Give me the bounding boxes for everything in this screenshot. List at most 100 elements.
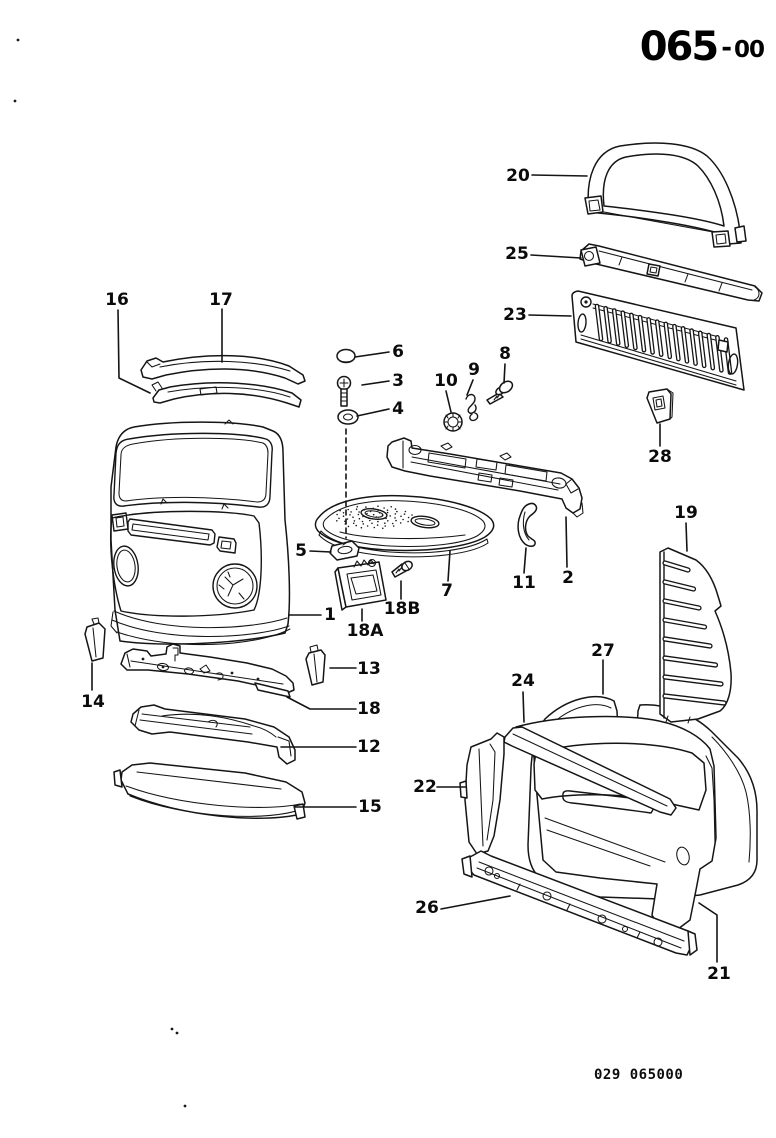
leader-line-6 <box>354 351 390 358</box>
part-16-rail-drawing <box>151 381 302 408</box>
part-label-5: 5 <box>295 541 307 561</box>
scan-speck <box>183 1104 187 1108</box>
bolt-hole <box>653 937 663 947</box>
part-3-bolt-drawing <box>336 375 352 407</box>
part-26-sill-drawing <box>461 850 698 956</box>
page-code-separator: - <box>721 33 732 63</box>
leader-line-23 <box>528 314 572 317</box>
bolt-hole <box>484 866 494 876</box>
part-20-roof-frame-drawing <box>584 142 747 248</box>
part-label-28: 28 <box>648 447 672 467</box>
part-28-bracket-drawing <box>646 388 674 424</box>
leader-line-10 <box>445 390 452 413</box>
page-code-main: 065 <box>639 24 719 70</box>
page-code: 065 - 00 <box>639 24 765 70</box>
leader-line-9 <box>466 379 474 396</box>
page-code-suffix: 00 <box>733 37 765 63</box>
part-label-23: 23 <box>503 305 527 325</box>
part-5-clip-drawing <box>329 540 360 561</box>
part-label-24: 24 <box>511 671 535 691</box>
part-26-bolt-holes <box>484 866 663 947</box>
part-label-10: 10 <box>434 371 458 391</box>
part-23-grille-drawing <box>571 290 745 391</box>
part-label-9: 9 <box>468 360 480 380</box>
scan-speck <box>16 38 20 42</box>
part-label-7: 7 <box>441 581 453 601</box>
part-12-valance-drawing <box>130 704 296 765</box>
part-24-top-rail-drawing <box>503 726 677 816</box>
part-6-cap-drawing <box>336 348 356 364</box>
part-4-washer-drawing <box>337 409 359 425</box>
part-label-8: 8 <box>499 344 511 364</box>
leader-line-8 <box>503 363 506 384</box>
leader-line-20 <box>531 174 588 177</box>
part-label-14: 14 <box>81 692 105 712</box>
part-label-18: 18 <box>357 699 381 719</box>
leader-line-3 <box>361 380 390 386</box>
part-label-22: 22 <box>413 777 437 797</box>
bolt-hole <box>597 914 607 924</box>
part-9-spring-clip-drawing <box>465 393 479 422</box>
part-label-1: 1 <box>324 605 336 625</box>
part-label-13: 13 <box>357 659 381 679</box>
part-2-cross-member-drawing <box>386 437 584 518</box>
part-15-lower-valance-drawing <box>113 762 306 820</box>
scan-speck <box>13 99 17 103</box>
leader-lines <box>91 174 718 963</box>
part-label-18A: 18A <box>347 621 385 641</box>
part-label-21: 21 <box>707 964 731 984</box>
part-23-grille-slats <box>594 303 733 375</box>
leader-line-19 <box>685 522 688 552</box>
part-label-20: 20 <box>506 166 530 186</box>
part-8-screw-drawing <box>486 380 514 405</box>
part-label-18B: 18B <box>384 599 421 619</box>
part-label-4: 4 <box>392 399 404 419</box>
part-1-front-panel-drawing <box>110 419 291 646</box>
part-18B-screw-drawing <box>391 560 413 578</box>
part-22-left-pillar-drawing <box>459 732 505 855</box>
part-18A-vent-box-drawing <box>334 558 387 611</box>
part-7-stipple-texture <box>336 505 413 530</box>
leader-line-25 <box>530 254 582 259</box>
part-19-slats <box>662 560 727 706</box>
part-label-15: 15 <box>358 797 382 817</box>
leader-line-18 <box>286 696 357 710</box>
part-label-11: 11 <box>512 573 536 593</box>
leader-line-7 <box>447 550 451 582</box>
part-10-nut-drawing <box>443 412 463 432</box>
leader-line-16 <box>117 309 151 394</box>
part-19-slat-panel-drawing <box>659 547 732 724</box>
part-13-bracket-drawing <box>305 644 326 686</box>
leader-line-21 <box>698 902 718 963</box>
part-17-rail-drawing <box>140 354 306 385</box>
part-label-16: 16 <box>105 290 129 310</box>
scan-specks <box>13 38 187 1108</box>
leader-line-24 <box>522 691 525 723</box>
leader-line-4 <box>356 408 390 417</box>
part-25-trim-strip-drawing <box>579 243 763 302</box>
part-14-bracket-drawing <box>84 617 106 662</box>
scan-speck <box>175 1031 179 1035</box>
bolt-hole <box>621 925 629 933</box>
part-label-26: 26 <box>415 898 439 918</box>
part-label-12: 12 <box>357 737 381 757</box>
leader-line-2 <box>565 516 568 568</box>
part-label-27: 27 <box>591 641 615 661</box>
leader-line-5 <box>309 550 332 553</box>
part-11-hook-bracket-drawing <box>517 502 538 547</box>
part-label-6: 6 <box>392 342 404 362</box>
scan-speck <box>170 1027 174 1031</box>
part-label-3: 3 <box>392 371 404 391</box>
leader-line-26 <box>440 895 511 910</box>
part-7-tray-drawing <box>314 494 495 558</box>
part-label-17: 17 <box>209 290 233 310</box>
bolt-hole <box>493 872 501 880</box>
leader-line-11 <box>523 547 527 574</box>
part-label-2: 2 <box>562 568 574 588</box>
footer-plate-code: 029 065000 <box>594 1067 684 1083</box>
part-label-19: 19 <box>674 503 698 523</box>
part-18-cross-member-drawing <box>120 643 295 698</box>
